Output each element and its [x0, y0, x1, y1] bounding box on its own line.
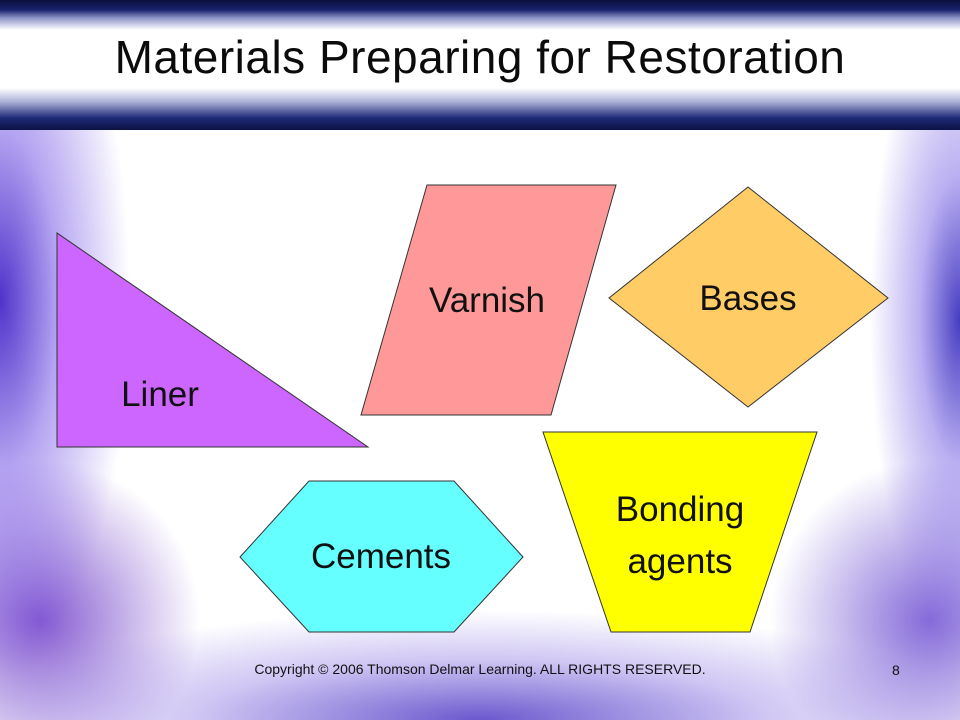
- slide-title: Materials Preparing for Restoration: [114, 31, 846, 83]
- liner-label: Liner: [121, 375, 199, 414]
- liner-shape-group: Liner: [56, 232, 370, 448]
- cements-label: Cements: [311, 537, 451, 576]
- bases-label: Bases: [699, 279, 796, 318]
- bases-shape-group: Bases: [608, 186, 889, 408]
- title-bar: [0, 0, 960, 130]
- page-number: 8: [892, 662, 900, 678]
- varnish-label: Varnish: [429, 281, 545, 320]
- bonding-agents-label-line2: agents: [627, 542, 732, 581]
- copyright-footer: Copyright © 2006 Thomson Delmar Learning…: [254, 661, 706, 677]
- varnish-parallelogram: [360, 184, 617, 416]
- bonding-agents-shape-group: Bonding agents: [542, 431, 818, 633]
- liner-triangle: [56, 232, 370, 448]
- bases-diamond: [608, 186, 889, 408]
- varnish-shape-group: Varnish: [360, 184, 617, 416]
- bonding-agents-trapezoid: [542, 431, 818, 633]
- cements-hexagon: [239, 480, 524, 633]
- bonding-agents-label-line1: Bonding: [616, 490, 744, 529]
- cements-shape-group: Cements: [239, 480, 524, 633]
